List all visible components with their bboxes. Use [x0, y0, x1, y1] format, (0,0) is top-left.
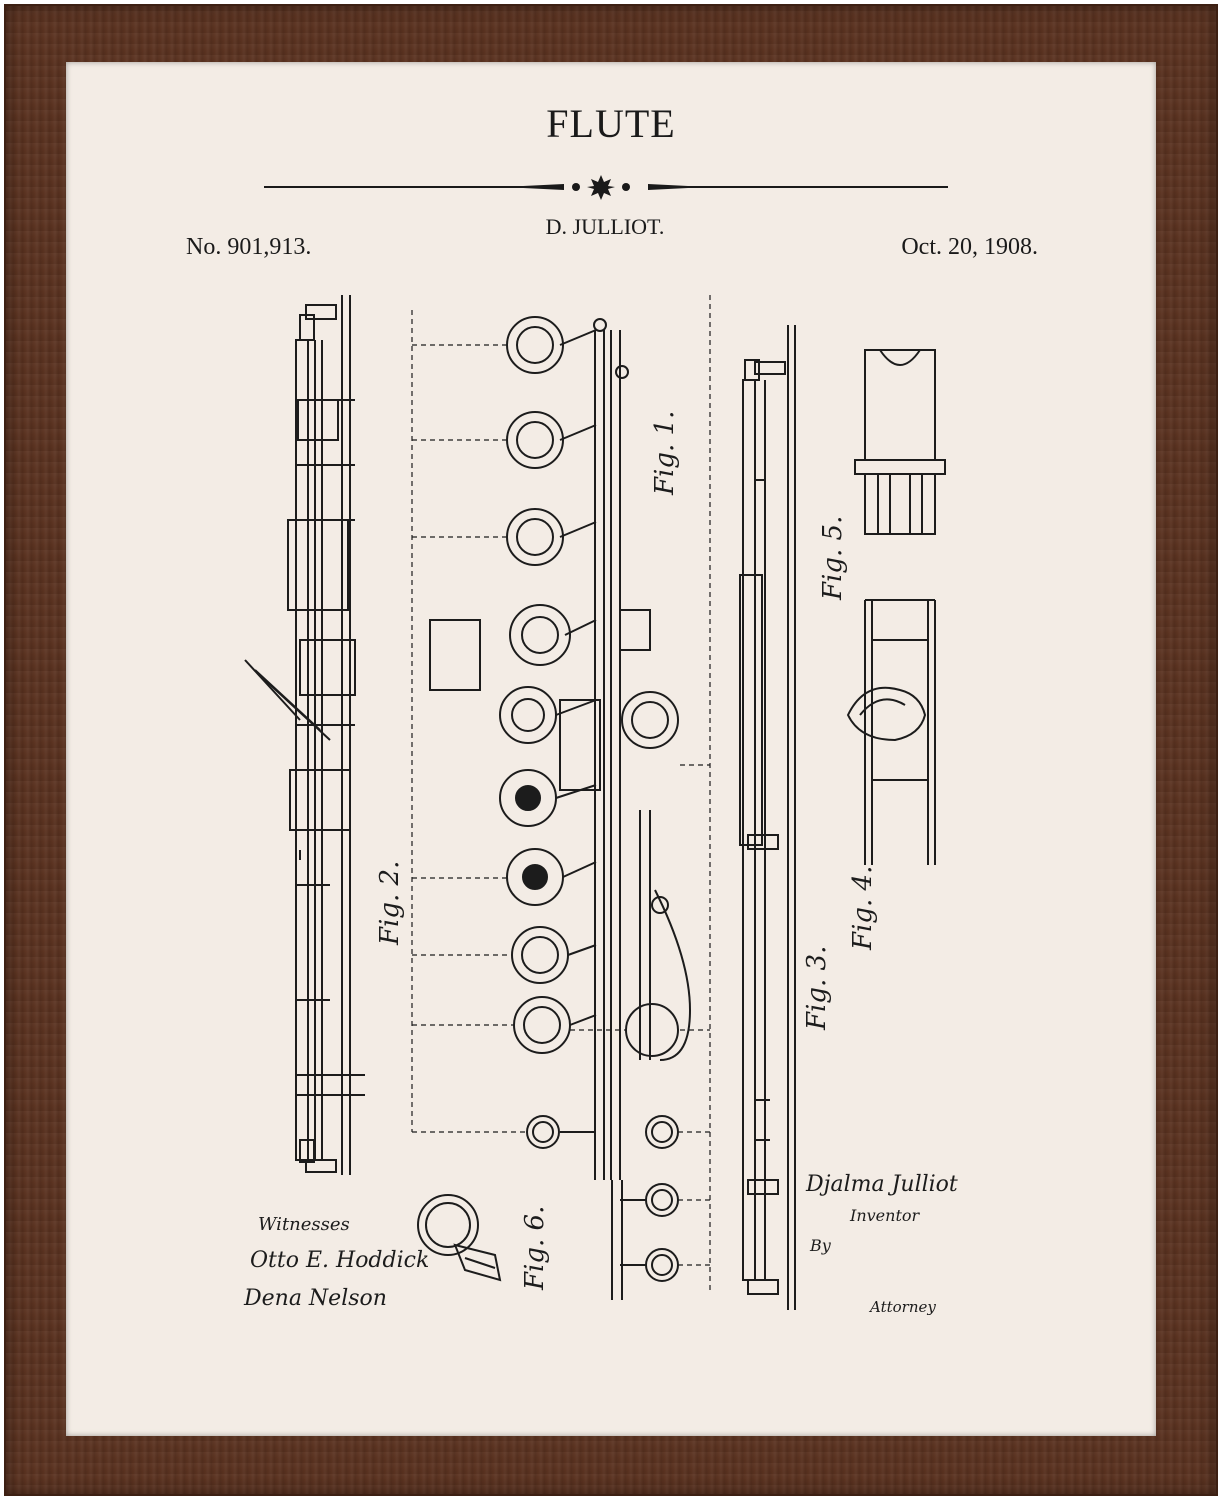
witness-1-signature: Otto E. Hoddick [250, 1248, 430, 1273]
attorney-label: Attorney [870, 1298, 936, 1316]
fig2-side-view [244, 295, 365, 1175]
inventor-signature: Djalma Julliot [806, 1172, 958, 1197]
fig3-side-view [739, 325, 796, 1310]
witnesses-label: Witnesses [258, 1214, 350, 1235]
star-ornament-icon [587, 175, 615, 200]
patent-number: No. 901,913. [186, 234, 312, 260]
patent-date: Oct. 20, 1908. [901, 234, 1038, 260]
by-label: By [810, 1236, 831, 1255]
fig4-tube-section [846, 599, 936, 865]
ornamental-divider [264, 175, 948, 200]
fig5-label: Fig. 5. [818, 515, 848, 600]
fig6-key-detail [417, 1194, 502, 1282]
fig1-label: Fig. 1. [650, 410, 680, 495]
poster-title: FLUTE [546, 101, 676, 146]
fig5-tube-detail [854, 349, 946, 535]
fig2-label: Fig. 2. [375, 860, 405, 945]
fig1-key-mechanism [411, 295, 711, 1300]
fig4-label: Fig. 4. [848, 865, 878, 950]
fig3-label: Fig. 3. [802, 945, 832, 1030]
inventor-label: Inventor [850, 1206, 920, 1225]
witness-2-signature: Dena Nelson [244, 1286, 387, 1311]
inventor-name: D. JULLIOT. [545, 214, 665, 239]
fig6-label: Fig. 6. [520, 1205, 550, 1290]
